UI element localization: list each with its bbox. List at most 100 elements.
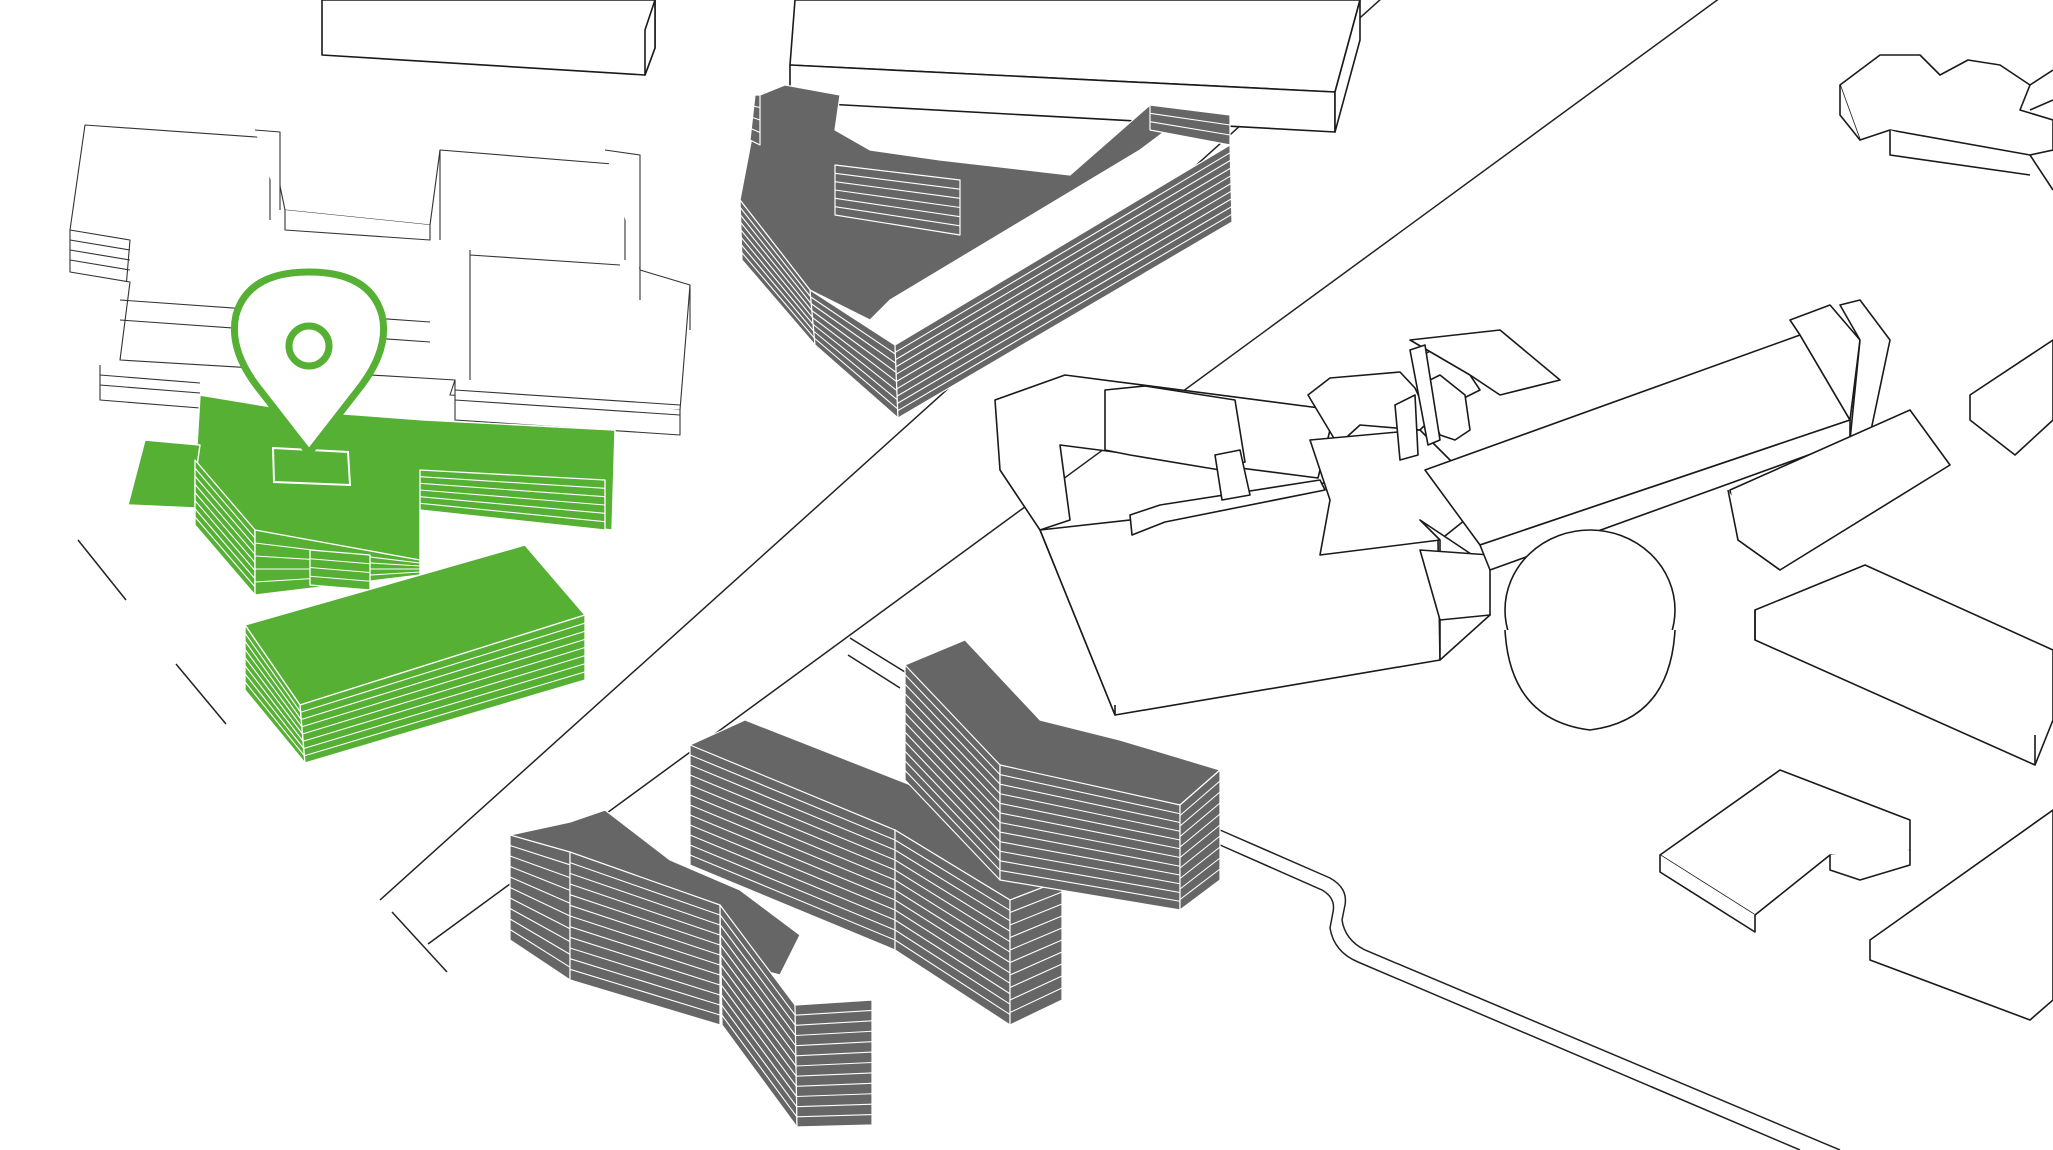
gray-br-side-b-floor-line [999, 793, 1181, 832]
gray-triangle-side-left-floor-line [740, 237, 814, 325]
gray-bm-side-b-floor-line [894, 919, 1011, 995]
gray-br-side-a-floor-line [904, 760, 1001, 862]
gray-bm-side-c-floor-line [1009, 891, 1063, 914]
gray-buildings[interactable] [509, 84, 1233, 1128]
green-main-side-c-floor-line [419, 489, 606, 506]
gray-bl-side-a-floor-line [509, 929, 571, 968]
gray-bm-side-c-floor-line [1009, 903, 1063, 926]
green-slab-side-b-floor-line [304, 671, 586, 757]
building-outline-top-right [1839, 54, 2053, 191]
gray-bl-side-d-floor-line [795, 1009, 873, 1016]
highlighted-buildings[interactable] [127, 394, 616, 764]
side-street-lower [847, 654, 901, 689]
building-gray-bottom-right[interactable] [904, 639, 1221, 911]
gray-triangle-courtyard-floor-line [834, 172, 961, 190]
location-pin-icon[interactable] [230, 268, 388, 457]
gray-bm-side-a-floor-line [689, 764, 896, 851]
green-slab-side-a-floor-line [244, 673, 305, 749]
building-outline-right-small [1969, 339, 2053, 456]
gray-br-side-b-floor-line [999, 841, 1181, 876]
green-main-side-c-floor-line [419, 482, 606, 498]
gray-bl-side-b-floor-line [569, 862, 721, 916]
gray-triangle-courtyard-floor-line [834, 181, 961, 199]
gray-br-side-a-floor-line [904, 693, 1001, 795]
green-slab-side-b-floor-line [302, 655, 586, 742]
gray-triangle-tip-floor-line [751, 128, 761, 134]
gray-bm-side-b-floor-line [894, 899, 1011, 974]
gray-bm-side-a-floor-line [689, 754, 896, 841]
gray-bl-side-d-floor-line [796, 1103, 873, 1108]
gray-bm-side-a-floor-line [689, 794, 896, 881]
gray-triangle-side-right [894, 144, 1233, 419]
footpath-lower [1219, 844, 1801, 1150]
gray-bl-side-b-floor-line [569, 947, 721, 996]
gray-br-side-b-floor-line [999, 850, 1181, 885]
gray-bl-side-a-floor-line [509, 865, 571, 891]
location-pin-hole [285, 322, 333, 370]
gray-bl-side-b-floor-line [569, 926, 721, 976]
gray-br-side-a-floor-line [904, 674, 1001, 775]
gray-bm-side-c-floor-line [1009, 951, 1063, 976]
gray-bl-side-a [509, 834, 571, 981]
gray-br-side-a-floor-line [904, 702, 1001, 804]
gray-bm-side-b-floor-line [894, 849, 1011, 922]
gray-triangle-side-left-floor-line [741, 244, 815, 332]
gray-bl-side-a-floor-line [509, 844, 571, 866]
building-gray-triangle[interactable] [739, 84, 1233, 419]
gray-bl-side-a-floor-line [509, 918, 571, 955]
green-main-courtyard [271, 446, 352, 487]
gray-br-side-a-floor-line [904, 722, 1001, 823]
gray-bl-side-d-floor-line [795, 1020, 873, 1026]
gray-br-side-c-floor-line [1179, 857, 1221, 890]
gray-bm-side-b-floor-line [894, 889, 1011, 963]
gray-triangle-tip-floor-line [752, 116, 761, 121]
gray-br-side-b-floor-line [999, 831, 1181, 867]
gray-triangle-side-mid-floor-line [814, 337, 898, 410]
gray-br-side-c-floor-line [1179, 846, 1221, 879]
gray-bl-side-a-floor-line [509, 855, 571, 879]
gray-bl-side-a-floor-line [509, 876, 571, 904]
gray-bm-side-b-floor-line [894, 859, 1011, 932]
roads [77, 0, 1841, 1150]
gray-bl-side-d-floor-line [795, 1051, 873, 1057]
gray-bm-side-c-floor-line [1009, 987, 1063, 1013]
gray-br-side-c [1179, 769, 1221, 911]
gray-bl-side-b-floor-line [569, 904, 721, 956]
building-outline-central-complex [994, 299, 1951, 731]
building-highlight-slab[interactable] [244, 544, 586, 764]
gray-triangle-side-left-floor-line [739, 207, 812, 298]
gray-bm-side-b-floor-line [894, 879, 1011, 953]
gray-triangle-side-mid-floor-line [810, 303, 897, 364]
green-main-side-a-floor-line [194, 516, 256, 588]
gray-triangle-side-right-floor-line [895, 167, 1231, 368]
gray-bm-side-a-floor-line [689, 804, 896, 891]
gray-triangle-side-mid-floor-line [813, 330, 898, 401]
gray-triangle-side-mid-floor-line [810, 296, 896, 355]
gray-triangle-courtyard-floor-line [834, 189, 961, 209]
green-main-side-a-floor-line [194, 500, 256, 571]
gray-bm-side-b-floor-line [894, 939, 1011, 1016]
green-slab-side-a-floor-line [244, 657, 303, 735]
green-slab-side-a-floor-line [244, 649, 303, 728]
gray-triangle-tip-floor-line [753, 105, 761, 109]
green-slab-side-b-floor-line [301, 630, 586, 721]
green-main-side-a-floor-line [194, 484, 256, 555]
gray-bm-side-a-floor-line [689, 854, 896, 941]
gray-bl-side-d-floor-line [796, 1072, 873, 1077]
gray-br-side-b-floor-line [999, 812, 1181, 850]
building-outline-right-long [1754, 564, 2053, 766]
curb-left-2 [175, 663, 227, 725]
gray-br-side-c-floor-line [1179, 813, 1221, 848]
building-outline-cluster-left [69, 124, 691, 436]
gray-bl-side-d-floor-line [795, 1041, 873, 1047]
gray-br-side-c-floor-line [1179, 824, 1221, 858]
building-gray-bottom-left[interactable] [509, 809, 873, 1128]
building-gray-bottom-mid[interactable] [689, 719, 1063, 1026]
footpath-upper [1219, 829, 1841, 1150]
gray-bl-side-b-floor-line [569, 958, 721, 1006]
gray-bm-side-a-floor-line [689, 824, 896, 911]
gray-bl-side-c-floor-line [720, 954, 797, 1057]
gray-triangle-side-left-floor-line [741, 252, 815, 339]
gray-triangle-side-mid-floor-line [812, 317, 897, 382]
